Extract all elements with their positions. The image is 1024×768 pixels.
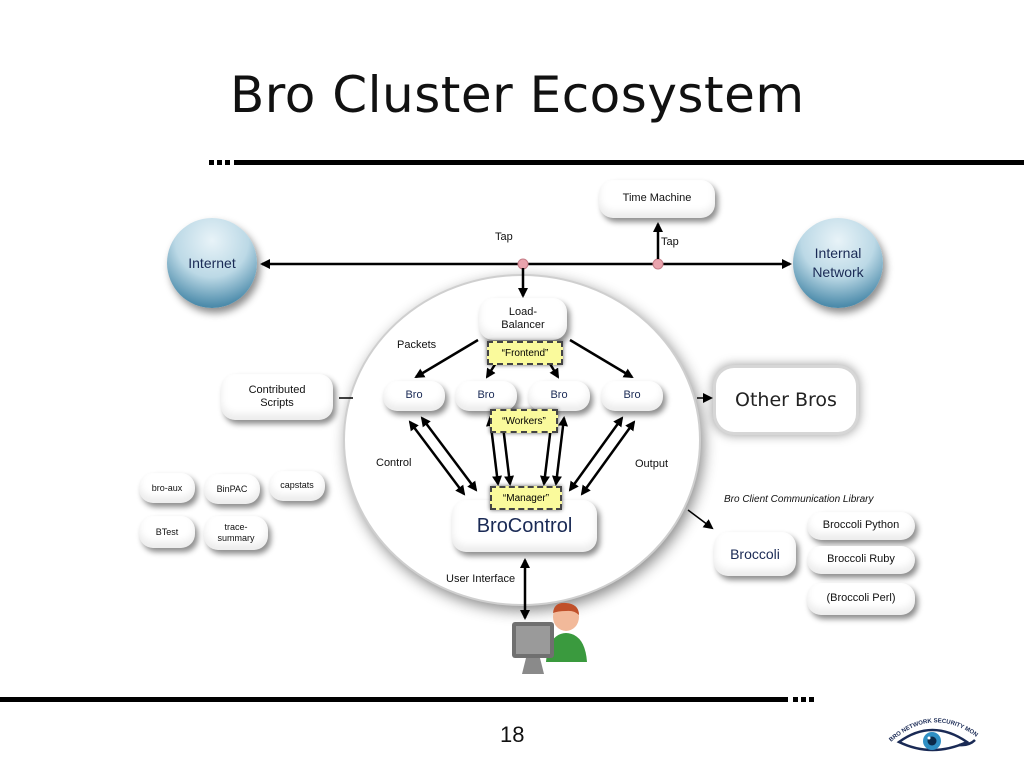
- contributed-scripts-box: Contributed Scripts: [221, 374, 333, 420]
- btest-label: BTest: [155, 526, 179, 537]
- broccoli-ruby-label: Broccoli Ruby: [827, 553, 895, 566]
- broccoli-python-box: Broccoli Python: [807, 512, 915, 540]
- capstats-label: capstats: [280, 480, 314, 490]
- user-computer-icon: [512, 602, 587, 674]
- other-bros-label: Other Bros: [735, 389, 837, 411]
- tap-point-center: [517, 258, 529, 270]
- bro-aux-label: bro-aux: [151, 482, 183, 493]
- trace-summary-label-1: trace-: [224, 522, 248, 533]
- tap-label-center: Tap: [495, 231, 513, 243]
- bro-box-1: Bro: [383, 381, 445, 411]
- bro-label-1: Bro: [405, 389, 423, 402]
- internet-label: Internet: [188, 254, 236, 271]
- broccoli-perl-label: (Broccoli Perl): [826, 592, 896, 605]
- contributed-scripts-label-1: Contributed: [248, 383, 306, 396]
- load-balancer-box: Load- Balancer: [479, 298, 567, 340]
- rule-dot: [209, 160, 214, 165]
- internal-network-label-2: Network: [812, 264, 864, 280]
- control-label: Control: [376, 457, 412, 469]
- bro-box-2: Bro: [455, 381, 517, 411]
- bottom-rule: [0, 697, 788, 702]
- packets-arrow-1: [414, 338, 479, 379]
- other-bros-cloud: Other Bros: [716, 368, 856, 432]
- bro-box-3: Bro: [528, 381, 590, 411]
- brocontrol-label: BroControl: [476, 515, 573, 537]
- internet-node: Internet: [167, 218, 257, 308]
- broccoli-box: Broccoli: [714, 532, 796, 576]
- rule-dot: [801, 697, 806, 702]
- load-balancer-label-2: Balancer: [501, 319, 545, 331]
- packets-arrow-4: [569, 338, 634, 379]
- bro-aux-box: bro-aux: [139, 473, 195, 503]
- rule-dot: [225, 160, 230, 165]
- internal-network-node: Internal Network: [793, 218, 883, 308]
- broccoli-arrow: [687, 509, 714, 530]
- packets-label: Packets: [397, 339, 437, 351]
- internal-network-label-1: Internal: [814, 245, 862, 262]
- bro-label-2: Bro: [477, 389, 495, 402]
- trace-summary-label-2: summary: [217, 533, 255, 543]
- manager-tag: “Manager”: [490, 486, 562, 510]
- page-number: 18: [500, 722, 525, 747]
- rule-dot: [793, 697, 798, 702]
- output-arrow-4b: [580, 420, 636, 496]
- contributed-scripts-label-2: Scripts: [260, 397, 294, 409]
- broccoli-ruby-box: Broccoli Ruby: [807, 546, 915, 574]
- control-arrow-3b: [551, 416, 569, 486]
- broccoli-python-label: Broccoli Python: [822, 519, 900, 532]
- bro-eye-logo: BRO NETWORK SECURITY MONITOR: [885, 712, 979, 752]
- rule-dot: [809, 697, 814, 702]
- capstats-box: capstats: [269, 471, 325, 501]
- control-arrow-1b: [408, 420, 466, 496]
- bro-label-4: Bro: [623, 389, 641, 402]
- top-rule: [234, 160, 1024, 165]
- bro-client-library-label: Bro Client Communication Library: [724, 494, 874, 505]
- frontend-tag: “Frontend”: [487, 341, 563, 365]
- load-balancer-label-1: Load-: [508, 305, 538, 318]
- binpac-box: BinPAC: [204, 474, 260, 504]
- output-label: Output: [635, 458, 669, 470]
- binpac-label: BinPAC: [216, 483, 248, 494]
- broccoli-label: Broccoli: [730, 545, 780, 562]
- slide-title: Bro Cluster Ecosystem: [230, 66, 805, 124]
- workers-tag: “Workers”: [490, 409, 558, 433]
- user-interface-label: User Interface: [446, 573, 516, 585]
- trace-summary-box: trace- summary: [204, 516, 268, 550]
- bro-label-3: Bro: [550, 389, 568, 402]
- btest-box: BTest: [139, 516, 195, 548]
- bro-box-4: Bro: [601, 381, 663, 411]
- time-machine-label: Time Machine: [622, 192, 692, 205]
- tap-point-right: [652, 258, 664, 270]
- rule-dot: [217, 160, 222, 165]
- time-machine-box: Time Machine: [599, 180, 715, 218]
- tap-label-right: Tap: [661, 236, 679, 248]
- broccoli-perl-box: (Broccoli Perl): [807, 583, 915, 615]
